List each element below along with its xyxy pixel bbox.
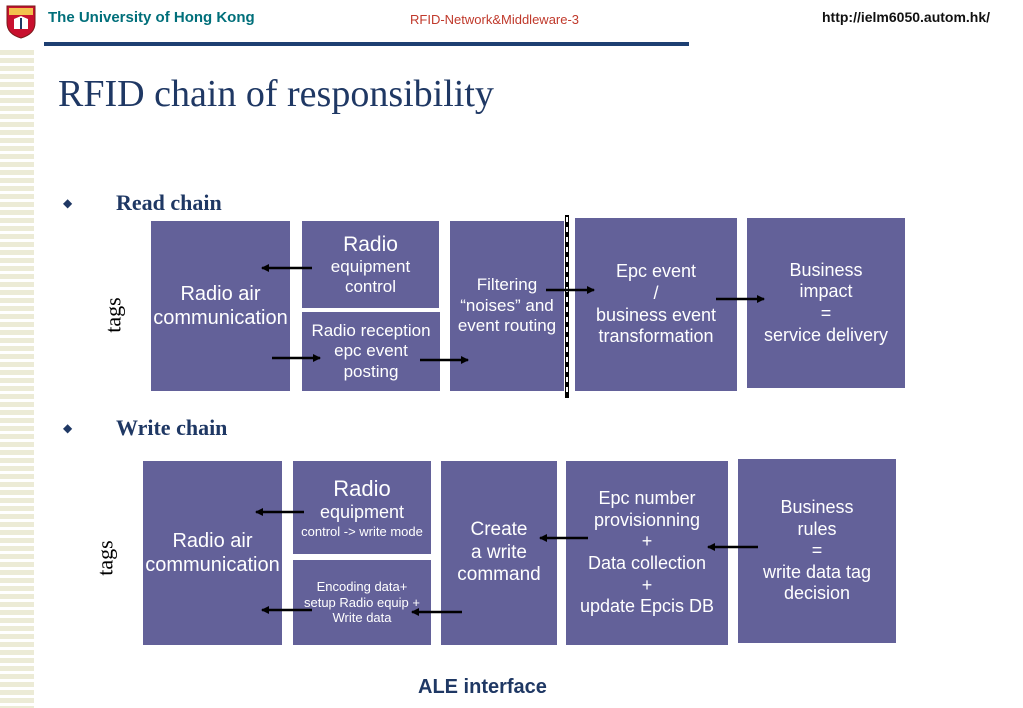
bullet-icon: ◆: [63, 196, 73, 210]
read-radio-reception-text: Radio reception epc event posting: [311, 320, 431, 381]
write-radio-equipment-mode: control -> write mode: [301, 523, 423, 539]
bullet-icon: ◆: [63, 421, 73, 435]
header-divider: [44, 42, 689, 46]
write-encoding-text: Encoding data+ setup Radio equip + Write…: [303, 579, 420, 626]
read-radio-reception-box: Radio reception epc event posting: [302, 312, 440, 391]
university-crest-icon: [6, 5, 36, 39]
read-radio-equipment-title: Radio: [343, 232, 398, 256]
read-radio-air-text: Radio air communication: [153, 283, 288, 329]
write-radio-equipment-sub: equipment: [319, 502, 405, 523]
write-radio-air-box: Radio air communication: [143, 461, 282, 645]
read-epc-event-box: Epc event / business event transformatio…: [575, 218, 737, 391]
read-chain-heading: Read chain: [116, 190, 222, 215]
write-business-rules-text: Business rules = write data tag decision: [762, 497, 872, 604]
course-url[interactable]: http://ielm6050.autom.hk/: [822, 9, 991, 25]
read-filtering-box: Filtering “noises” and event routing: [450, 221, 564, 391]
read-filtering-text: Filtering “noises” and event routing: [457, 275, 557, 336]
ale-interface-label: ALE interface: [418, 676, 547, 698]
read-business-impact-box: Business impact = service delivery: [747, 218, 905, 388]
read-radio-equipment-sub: equipment control: [330, 256, 411, 297]
write-create-command-text: Create a write command: [457, 518, 541, 586]
read-radio-air-box: Radio air communication: [151, 221, 290, 391]
course-code: RFID-Network&Middleware-3: [410, 12, 580, 27]
read-radio-equipment-box: Radio equipment control: [302, 221, 439, 308]
write-radio-equipment-box: Radio equipment control -> write mode: [293, 461, 431, 554]
decorative-stripes: [0, 50, 34, 708]
university-name: The University of Hong Kong: [48, 9, 255, 26]
slide-title: RFID chain of responsibility: [58, 73, 494, 115]
write-chain-heading: Write chain: [116, 415, 228, 440]
write-epc-number-box: Epc number provisionning + Data collecti…: [566, 461, 728, 645]
write-epc-number-text: Epc number provisionning + Data collecti…: [579, 488, 715, 617]
write-create-command-box: Create a write command: [441, 461, 557, 645]
write-encoding-box: Encoding data+ setup Radio equip + Write…: [293, 560, 431, 645]
read-epc-event-text: Epc event / business event transformatio…: [595, 261, 717, 347]
write-radio-equipment-title: Radio: [333, 475, 391, 501]
write-radio-air-text: Radio air communication: [145, 530, 280, 576]
write-business-rules-box: Business rules = write data tag decision: [738, 459, 896, 643]
read-business-impact-text: Business impact = service delivery: [763, 259, 889, 345]
